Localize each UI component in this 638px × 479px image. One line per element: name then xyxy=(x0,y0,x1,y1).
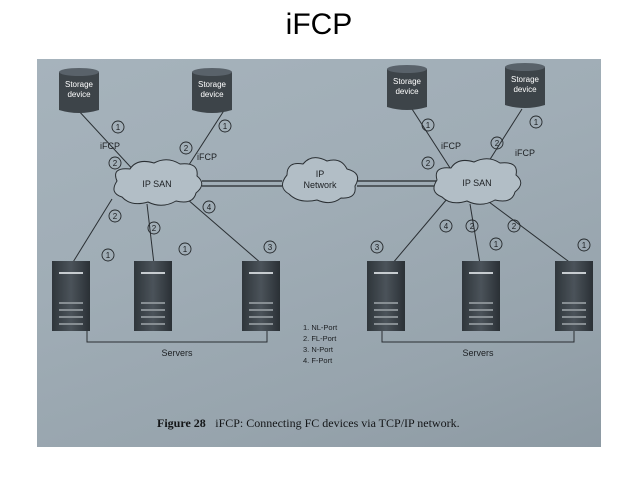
ifcp-link-label: iFCP xyxy=(441,141,461,151)
svg-text:2: 2 xyxy=(495,139,500,148)
svg-text:3: 3 xyxy=(268,243,273,252)
slide-title: iFCP xyxy=(285,8,353,41)
svg-text:1: 1 xyxy=(116,123,121,132)
ifcp-link-label: iFCP xyxy=(100,141,120,151)
storage-device: Storage device xyxy=(505,63,545,108)
port-number-circles xyxy=(101,115,591,262)
figure-photo: Storage device Storage device Storage de… xyxy=(37,59,601,447)
server-tower xyxy=(555,261,593,331)
svg-text:IP SAN: IP SAN xyxy=(142,179,171,189)
svg-text:1: 1 xyxy=(494,240,499,249)
svg-text:2: 2 xyxy=(113,212,118,221)
svg-text:3: 3 xyxy=(375,243,380,252)
svg-text:2: 2 xyxy=(512,222,517,231)
svg-text:2: 2 xyxy=(184,144,189,153)
svg-text:Storage: Storage xyxy=(65,80,94,89)
svg-text:2: 2 xyxy=(426,159,431,168)
svg-text:3. N-Port: 3. N-Port xyxy=(303,345,334,354)
svg-text:device: device xyxy=(67,90,91,99)
svg-text:device: device xyxy=(513,85,537,94)
svg-text:1: 1 xyxy=(582,241,587,250)
svg-text:4: 4 xyxy=(207,203,212,212)
svg-text:2: 2 xyxy=(113,159,118,168)
ifcp-link-label: iFCP xyxy=(197,152,217,162)
svg-text:device: device xyxy=(200,90,224,99)
port-legend: 1. NL-Port 2. FL-Port 3. N-Port 4. F-Por… xyxy=(303,323,338,365)
svg-text:IP SAN: IP SAN xyxy=(462,178,491,188)
svg-text:1: 1 xyxy=(426,121,431,130)
port-number-labels: 1 1 2 2 4 2 2 1 1 3 1 1 2 2 4 2 2 3 1 1 xyxy=(106,118,587,260)
ip-network-cloud: IP Network xyxy=(282,157,359,204)
svg-text:1: 1 xyxy=(106,251,111,260)
svg-text:Storage: Storage xyxy=(198,80,227,89)
storage-device: Storage device xyxy=(387,65,427,110)
svg-text:1: 1 xyxy=(534,118,539,127)
svg-text:Network: Network xyxy=(303,180,337,190)
svg-text:2: 2 xyxy=(470,222,475,231)
backbone-link xyxy=(202,180,437,187)
svg-text:2: 2 xyxy=(152,224,157,233)
figure-caption: Figure 28 iFCP: Connecting FC devices vi… xyxy=(157,414,460,431)
svg-text:device: device xyxy=(395,87,419,96)
servers-label-left: Servers xyxy=(161,348,193,358)
storage-device: Storage device xyxy=(192,68,232,113)
server-tower xyxy=(134,261,172,331)
svg-text:1. NL-Port: 1. NL-Port xyxy=(303,323,338,332)
server-tower xyxy=(52,261,90,331)
connection-lines xyxy=(69,108,575,343)
ip-san-cloud-left: IP SAN xyxy=(113,159,203,206)
svg-text:4: 4 xyxy=(444,222,449,231)
svg-text:1: 1 xyxy=(183,245,188,254)
svg-text:2. FL-Port: 2. FL-Port xyxy=(303,334,337,343)
svg-text:4. F-Port: 4. F-Port xyxy=(303,356,333,365)
svg-text:Storage: Storage xyxy=(393,77,422,86)
ifcp-link-label: iFCP xyxy=(515,148,535,158)
ifcp-diagram: Storage device Storage device Storage de… xyxy=(52,63,593,431)
svg-text:1: 1 xyxy=(223,122,228,131)
server-tower xyxy=(242,261,280,331)
ip-san-cloud-right: IP SAN xyxy=(433,158,522,205)
storage-device: Storage device xyxy=(59,68,99,113)
svg-text:IP: IP xyxy=(316,169,325,179)
servers-label-right: Servers xyxy=(462,348,494,358)
svg-text:Storage: Storage xyxy=(511,75,540,84)
server-tower xyxy=(367,261,405,331)
server-tower xyxy=(462,261,500,331)
